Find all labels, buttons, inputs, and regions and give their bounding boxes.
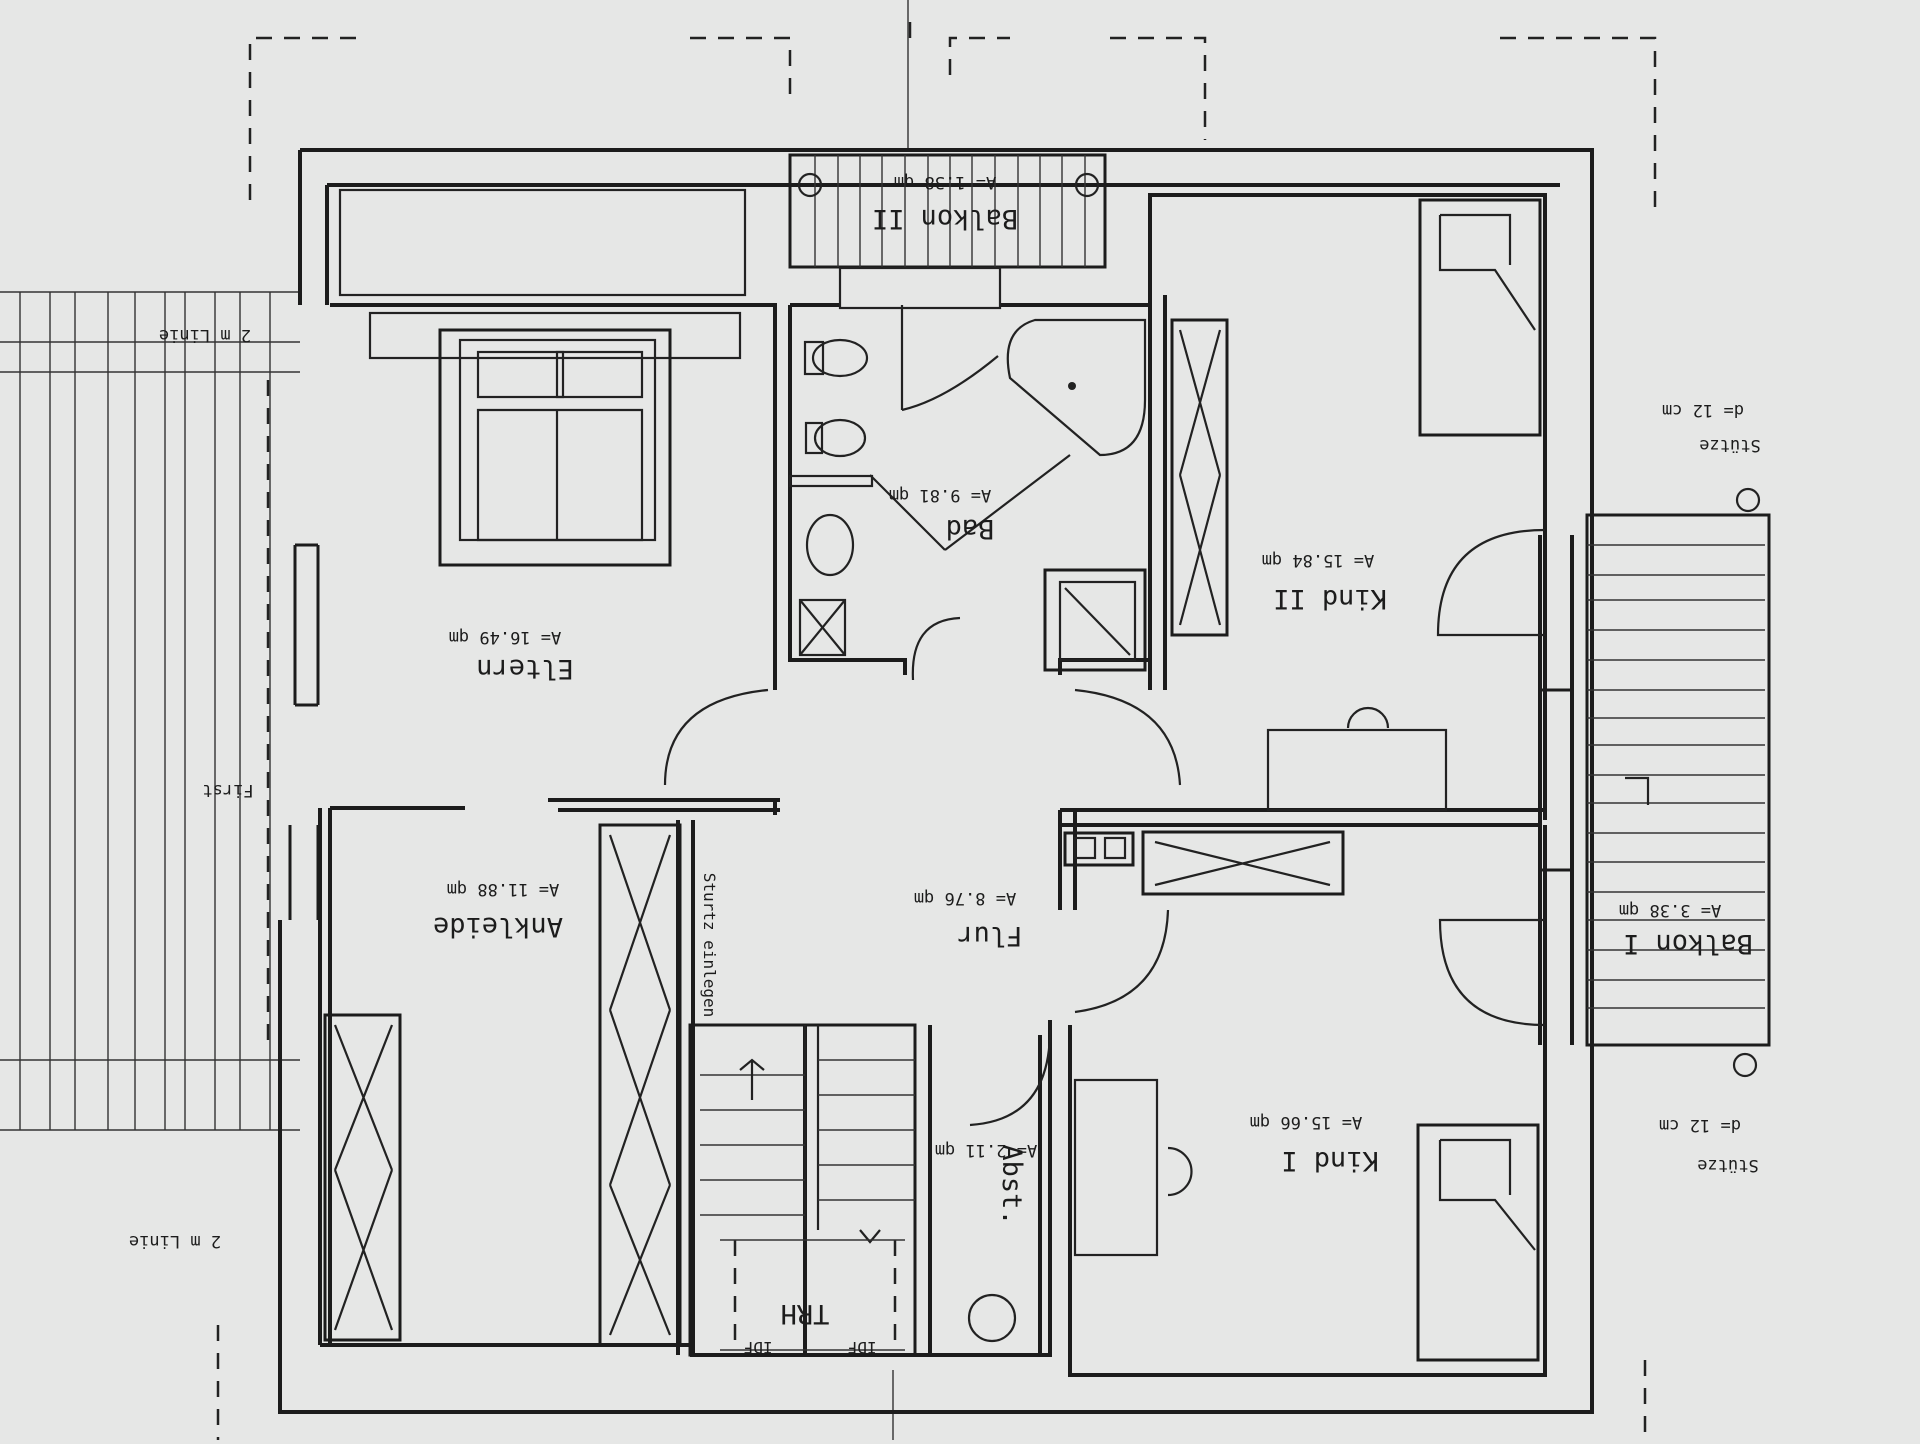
room-area-bad: A= 9.81 qm bbox=[889, 485, 991, 505]
line-label-bottom: 2 m Linie bbox=[129, 1231, 221, 1251]
column-symbol bbox=[1735, 487, 1761, 513]
interior-walls bbox=[318, 193, 1547, 1377]
room-area-kind2: A= 15.84 qm bbox=[1262, 550, 1375, 570]
balcony-1 bbox=[1585, 487, 1771, 1078]
wardrobe-ankleide bbox=[323, 823, 682, 1347]
ridge-label: First bbox=[202, 780, 253, 800]
room-name-flur: Flur bbox=[957, 920, 1022, 951]
room-name-bad: Bad bbox=[946, 513, 995, 544]
stair-mark-left: IDF bbox=[744, 1338, 773, 1357]
roof-hatching bbox=[0, 291, 300, 1131]
room-name-kind1: Kind I bbox=[1281, 1145, 1379, 1176]
column-name-top: Stütze bbox=[1699, 435, 1760, 455]
room-area-abst: A= 2.11 qm bbox=[935, 1140, 1037, 1160]
column-size-bottom: d= 12 cm bbox=[1659, 1115, 1741, 1135]
room-name-kind2: Kind II bbox=[1273, 583, 1387, 614]
staircase bbox=[688, 1023, 1017, 1357]
wardrobe-top bbox=[338, 188, 747, 297]
column-symbol bbox=[967, 1293, 1017, 1343]
lintel-note: Sturtz einlegen bbox=[700, 873, 719, 1018]
room-name-balkon2: Balkon II bbox=[872, 203, 1018, 234]
balcony-2 bbox=[788, 153, 1107, 310]
stair-code: TRH bbox=[781, 1298, 830, 1329]
room-name-abst: Abst. bbox=[996, 1144, 1027, 1225]
kind2-furniture bbox=[1170, 198, 1546, 812]
room-area-flur: A= 8.76 qm bbox=[914, 888, 1016, 908]
column-size-top: d= 12 cm bbox=[1662, 400, 1744, 420]
room-area-ankleide: A= 11.88 qm bbox=[447, 879, 560, 899]
room-area-balkon1: A= 3.38 qm bbox=[1619, 900, 1721, 920]
column-name-bottom: Stütze bbox=[1697, 1155, 1758, 1175]
bathroom-fixtures bbox=[788, 305, 1147, 681]
room-labels: Balkon II A= 1.38 qm Bad A= 9.81 qm Elte… bbox=[433, 172, 1753, 1226]
stair-mark-right: IDF bbox=[848, 1338, 877, 1357]
room-name-eltern: Eltern bbox=[476, 653, 574, 684]
room-name-ankleide: Ankleide bbox=[433, 911, 563, 942]
dashed-roof-outline bbox=[216, 0, 1657, 1440]
annotations: 2 m Linie 2 m Linie First Sturtz einlege… bbox=[129, 325, 1761, 1357]
column-symbol bbox=[797, 172, 823, 198]
line-label-top: 2 m Linie bbox=[159, 325, 251, 345]
column-symbol bbox=[1732, 1052, 1758, 1078]
room-area-kind1: A= 15.66 qm bbox=[1250, 1112, 1363, 1132]
kind1-furniture bbox=[1063, 830, 1546, 1362]
double-bed bbox=[368, 311, 742, 567]
column-symbol bbox=[1074, 172, 1100, 198]
room-area-balkon2: A= 1.38 qm bbox=[894, 172, 996, 192]
exterior-walls bbox=[278, 148, 1594, 1414]
room-area-eltern: A= 16.49 qm bbox=[449, 627, 562, 647]
room-name-balkon1: Balkon I bbox=[1623, 928, 1753, 959]
door-swings bbox=[663, 688, 1182, 1127]
